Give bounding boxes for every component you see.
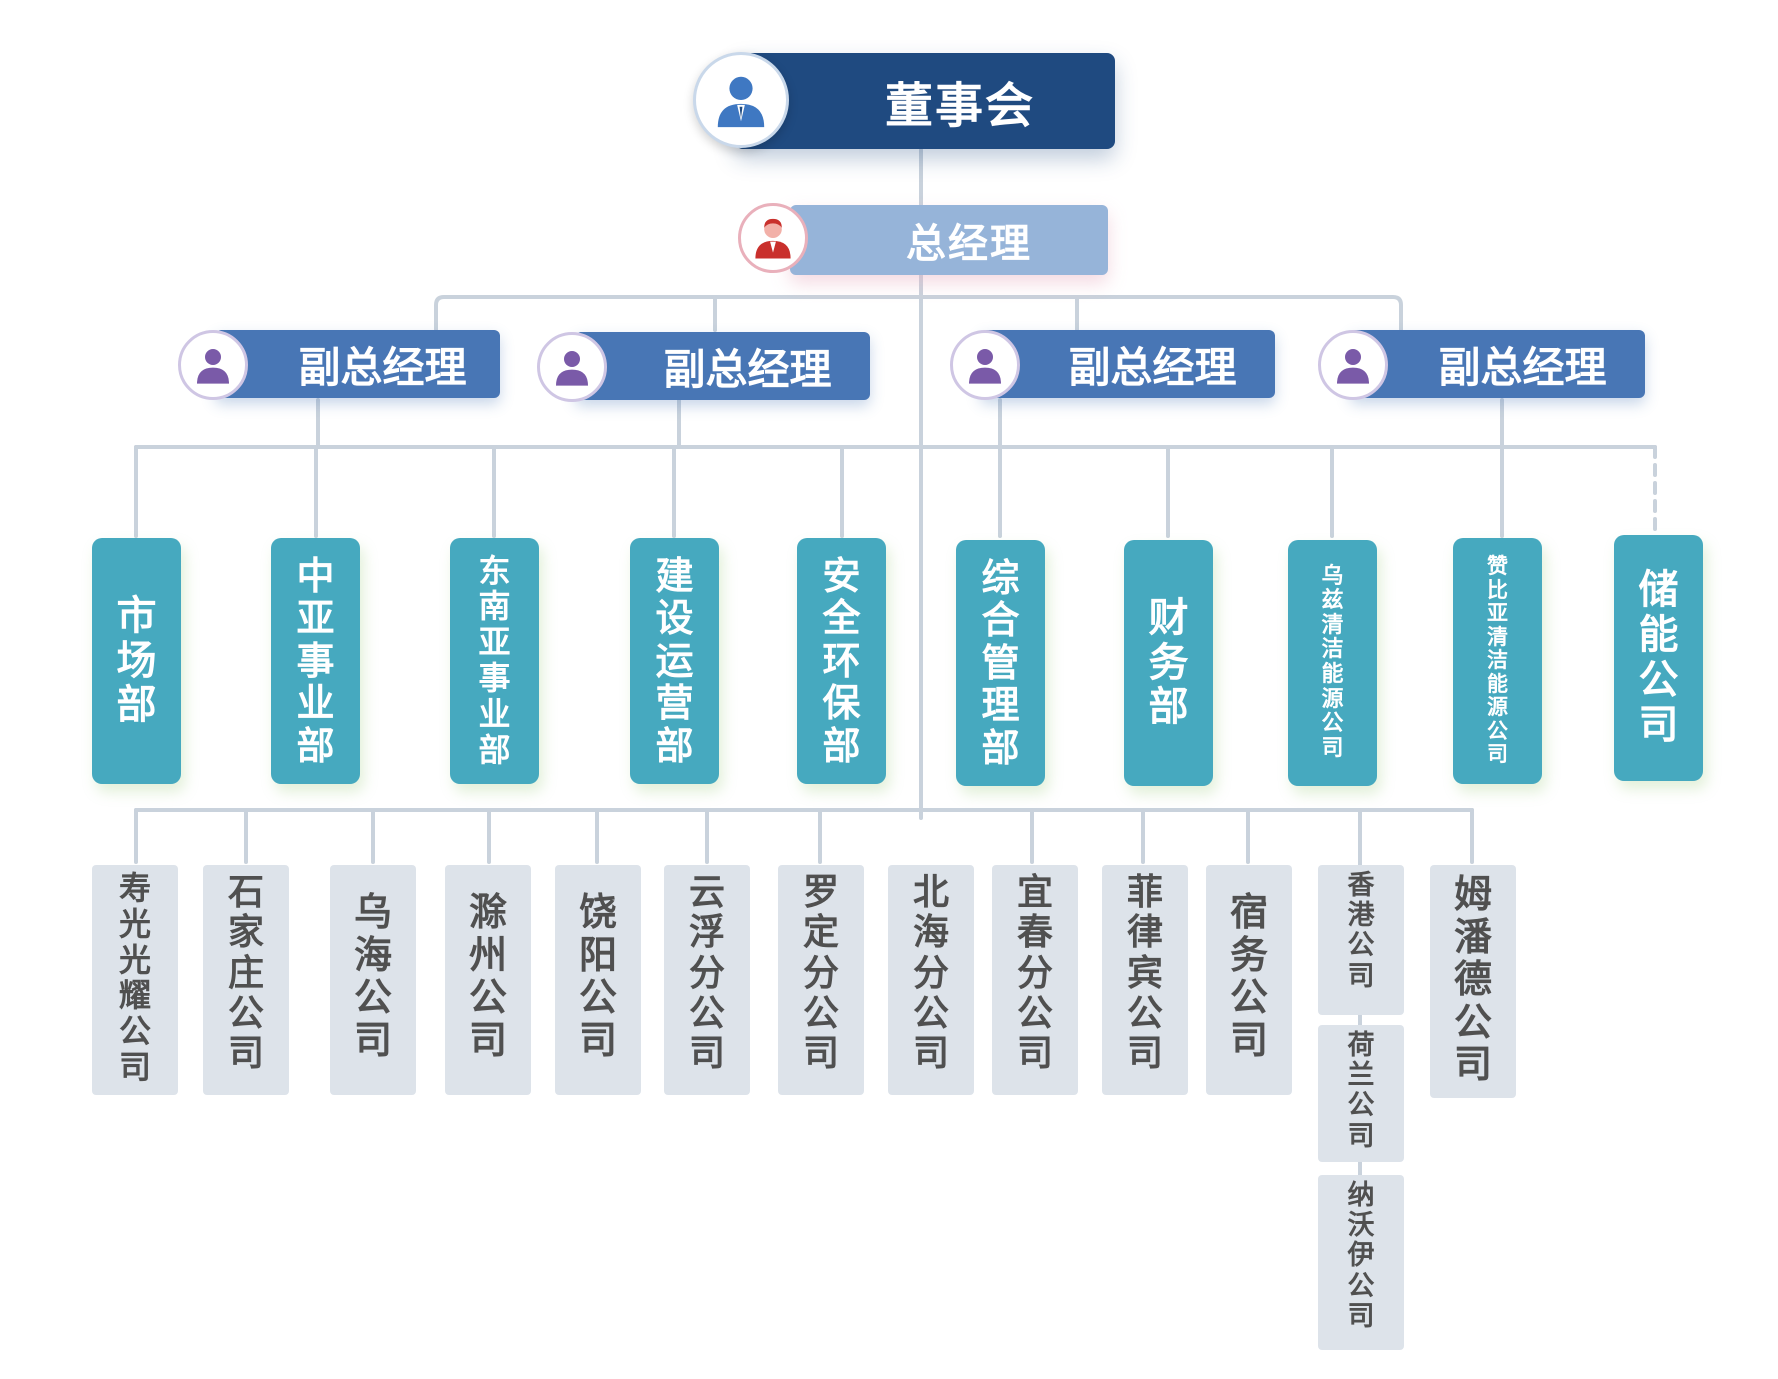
person-icon-purple <box>1337 349 1369 384</box>
vp-label: 副总经理 <box>1438 342 1607 392</box>
company-shouguang[interactable]: 寿光光耀公司 <box>92 865 178 1095</box>
box-label: 北海分公司 <box>912 872 949 1075</box>
company-philippines[interactable]: 菲律宾公司 <box>1102 865 1188 1095</box>
box-label: 菲律宾公司 <box>1126 872 1163 1075</box>
box-label: 纳沃伊公司 <box>1347 1180 1375 1332</box>
vp-avatar-4 <box>1318 330 1388 400</box>
dept-central-asia[interactable]: 中亚事业部 <box>271 538 360 784</box>
box-label: 建设运营部 <box>655 553 694 768</box>
dept-finance[interactable]: 财务部 <box>1124 540 1213 786</box>
box-label: 云浮分公司 <box>688 872 725 1075</box>
box-label: 寿光光耀公司 <box>118 869 151 1087</box>
person-icon-purple <box>556 351 588 386</box>
board-label: 董事会 <box>884 78 1035 134</box>
company-chuzhou[interactable]: 滁州公司 <box>445 865 531 1095</box>
company-raoyang[interactable]: 饶阳公司 <box>555 865 641 1095</box>
box-label: 石家庄公司 <box>227 872 264 1075</box>
board-box[interactable]: 董事会 <box>735 53 1115 149</box>
vp-avatar-1 <box>178 330 248 400</box>
company-yichun[interactable]: 宜春分公司 <box>992 865 1078 1095</box>
box-label: 市场部 <box>116 592 157 729</box>
vp-box-3[interactable]: 副总经理 <box>980 330 1275 398</box>
person-icon-red <box>755 218 791 259</box>
box-label: 综合管理部 <box>981 555 1020 770</box>
box-label: 财务部 <box>1148 594 1189 731</box>
box-label: 乌兹清洁能源公司 <box>1321 563 1344 761</box>
company-hongkong[interactable]: 香港公司 <box>1318 865 1404 1015</box>
dept-energy-storage[interactable]: 储能公司 <box>1614 535 1703 781</box>
company-wuhai[interactable]: 乌海公司 <box>330 865 416 1095</box>
dept-market[interactable]: 市场部 <box>92 538 181 784</box>
dept-general-management[interactable]: 综合管理部 <box>956 540 1045 786</box>
company-beihai[interactable]: 北海分公司 <box>888 865 974 1095</box>
dept-safety-environment[interactable]: 安全环保部 <box>797 538 886 784</box>
company-yunfu[interactable]: 云浮分公司 <box>664 865 750 1095</box>
person-icon-purple <box>969 349 1001 384</box>
vp-avatar-3 <box>950 330 1020 400</box>
box-label: 荷兰公司 <box>1347 1030 1375 1152</box>
box-label: 宿务公司 <box>1229 890 1268 1062</box>
person-icon-purple <box>197 349 229 384</box>
general-manager-box[interactable]: 总经理 <box>790 205 1108 275</box>
box-label: 滁州公司 <box>468 890 507 1062</box>
dept-uzbek-clean-energy[interactable]: 乌兹清洁能源公司 <box>1288 540 1377 786</box>
company-cebu[interactable]: 宿务公司 <box>1206 865 1292 1095</box>
vp-label: 副总经理 <box>298 342 467 392</box>
dept-construction-operations[interactable]: 建设运营部 <box>630 538 719 784</box>
box-label: 赞比亚清洁能源公司 <box>1487 554 1508 767</box>
company-navoi[interactable]: 纳沃伊公司 <box>1318 1175 1404 1350</box>
company-netherlands[interactable]: 荷兰公司 <box>1318 1025 1404 1162</box>
person-icon-blue <box>717 76 765 128</box>
box-label: 乌海公司 <box>353 890 392 1062</box>
vp-box-1[interactable]: 副总经理 <box>215 330 500 398</box>
vp-label: 副总经理 <box>663 344 832 394</box>
company-luoding[interactable]: 罗定分公司 <box>778 865 864 1095</box>
gm-avatar <box>738 203 808 273</box>
box-label: 香港公司 <box>1347 870 1375 992</box>
box-label: 姆潘德公司 <box>1453 872 1492 1087</box>
vp-label: 副总经理 <box>1068 342 1237 392</box>
box-label: 饶阳公司 <box>578 890 617 1062</box>
box-label: 储能公司 <box>1638 567 1679 748</box>
company-shijiazhuang[interactable]: 石家庄公司 <box>203 865 289 1095</box>
dept-zambia-clean-energy[interactable]: 赞比亚清洁能源公司 <box>1453 538 1542 784</box>
box-label: 安全环保部 <box>822 553 861 768</box>
vp-box-4[interactable]: 副总经理 <box>1350 330 1645 398</box>
box-label: 中亚事业部 <box>296 553 335 768</box>
box-label: 宜春分公司 <box>1016 872 1053 1075</box>
box-label: 东南亚事业部 <box>478 551 511 769</box>
general-manager-label: 总经理 <box>906 221 1032 267</box>
board-avatar <box>693 52 789 148</box>
box-label: 罗定分公司 <box>802 872 839 1075</box>
dept-southeast-asia[interactable]: 东南亚事业部 <box>450 538 539 784</box>
vp-avatar-2 <box>537 332 607 402</box>
vp-box-2[interactable]: 副总经理 <box>575 332 870 400</box>
company-mpande[interactable]: 姆潘德公司 <box>1430 865 1516 1098</box>
